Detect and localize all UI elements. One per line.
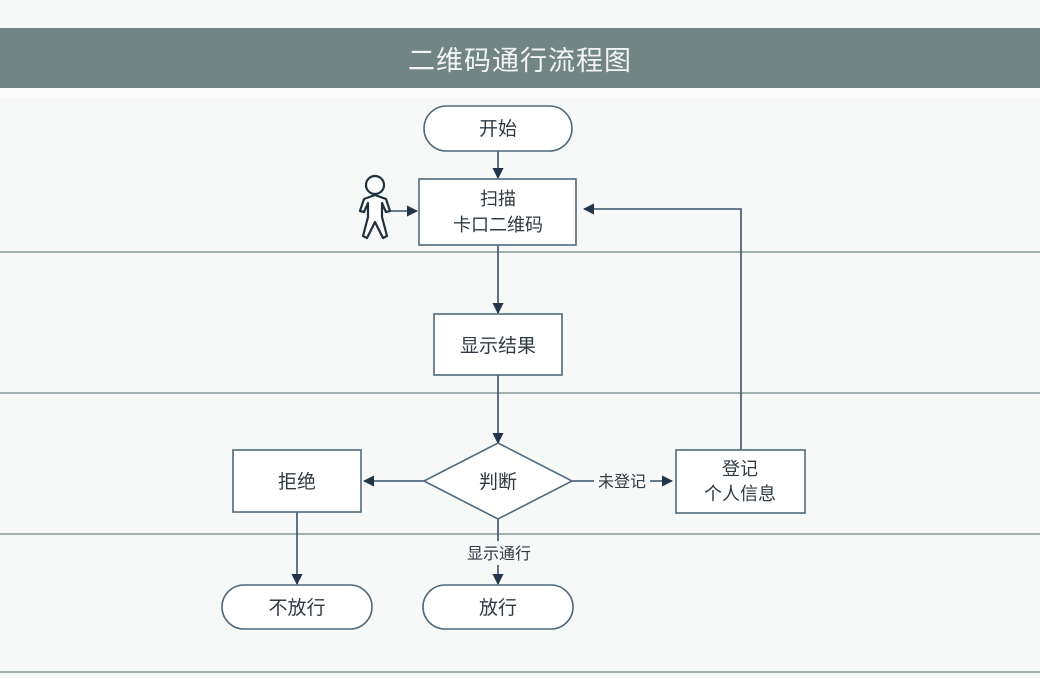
edge-label-bg-show-pass	[455, 541, 543, 565]
edges	[291, 151, 742, 586]
node-reject-label: 拒绝	[278, 471, 316, 493]
edge-label-bg-not-registered	[594, 469, 650, 493]
node-scan-shape[interactable]	[418, 178, 577, 246]
node-scan[interactable]: 扫描 卡口二维码	[418, 178, 577, 246]
node-scan-label-line2: 卡口二维码	[453, 215, 543, 235]
node-reject-shape[interactable]	[232, 449, 362, 513]
edge-label-show-pass: 显示通行	[467, 545, 531, 563]
node-pass[interactable]: 放行	[422, 584, 574, 630]
edge-label-not-registered: 未登记	[598, 473, 646, 491]
node-start[interactable]: 开始	[423, 105, 573, 152]
node-deny-shape[interactable]	[221, 584, 373, 630]
node-result-shape[interactable]	[433, 313, 563, 376]
node-register[interactable]: 登记 个人信息	[675, 449, 806, 514]
node-decision-shape[interactable]	[422, 442, 574, 520]
node-decision-label: 判断	[479, 471, 517, 493]
title-underband	[0, 88, 1040, 98]
node-deny[interactable]: 不放行	[221, 584, 373, 630]
actor-head-icon	[364, 174, 386, 196]
edge-register-to-scan	[582, 203, 742, 450]
node-reject[interactable]: 拒绝	[232, 449, 362, 513]
page-top-margin	[0, 0, 1040, 28]
node-result[interactable]: 显示结果	[433, 313, 563, 376]
node-scan-label-line1: 扫描	[480, 189, 516, 209]
node-register-shape[interactable]	[675, 449, 806, 514]
actor-body-icon	[358, 193, 392, 240]
node-start-shape[interactable]	[423, 105, 573, 152]
node-register-label-line1: 登记	[722, 459, 758, 479]
node-pass-shape[interactable]	[422, 584, 574, 630]
title-bar: 二维码通行流程图	[0, 28, 1040, 88]
node-pass-label: 放行	[479, 597, 517, 619]
swimlane-dividers	[0, 251, 1040, 673]
node-register-label-line2: 个人信息	[704, 484, 776, 504]
node-deny-label: 不放行	[268, 597, 325, 619]
node-decision[interactable]: 判断	[422, 442, 574, 520]
page-title: 二维码通行流程图	[408, 45, 632, 76]
actor-icon	[358, 174, 392, 240]
edge-labels: 未登记 显示通行	[455, 469, 650, 565]
node-start-label: 开始	[479, 118, 517, 140]
node-result-label: 显示结果	[460, 335, 536, 357]
